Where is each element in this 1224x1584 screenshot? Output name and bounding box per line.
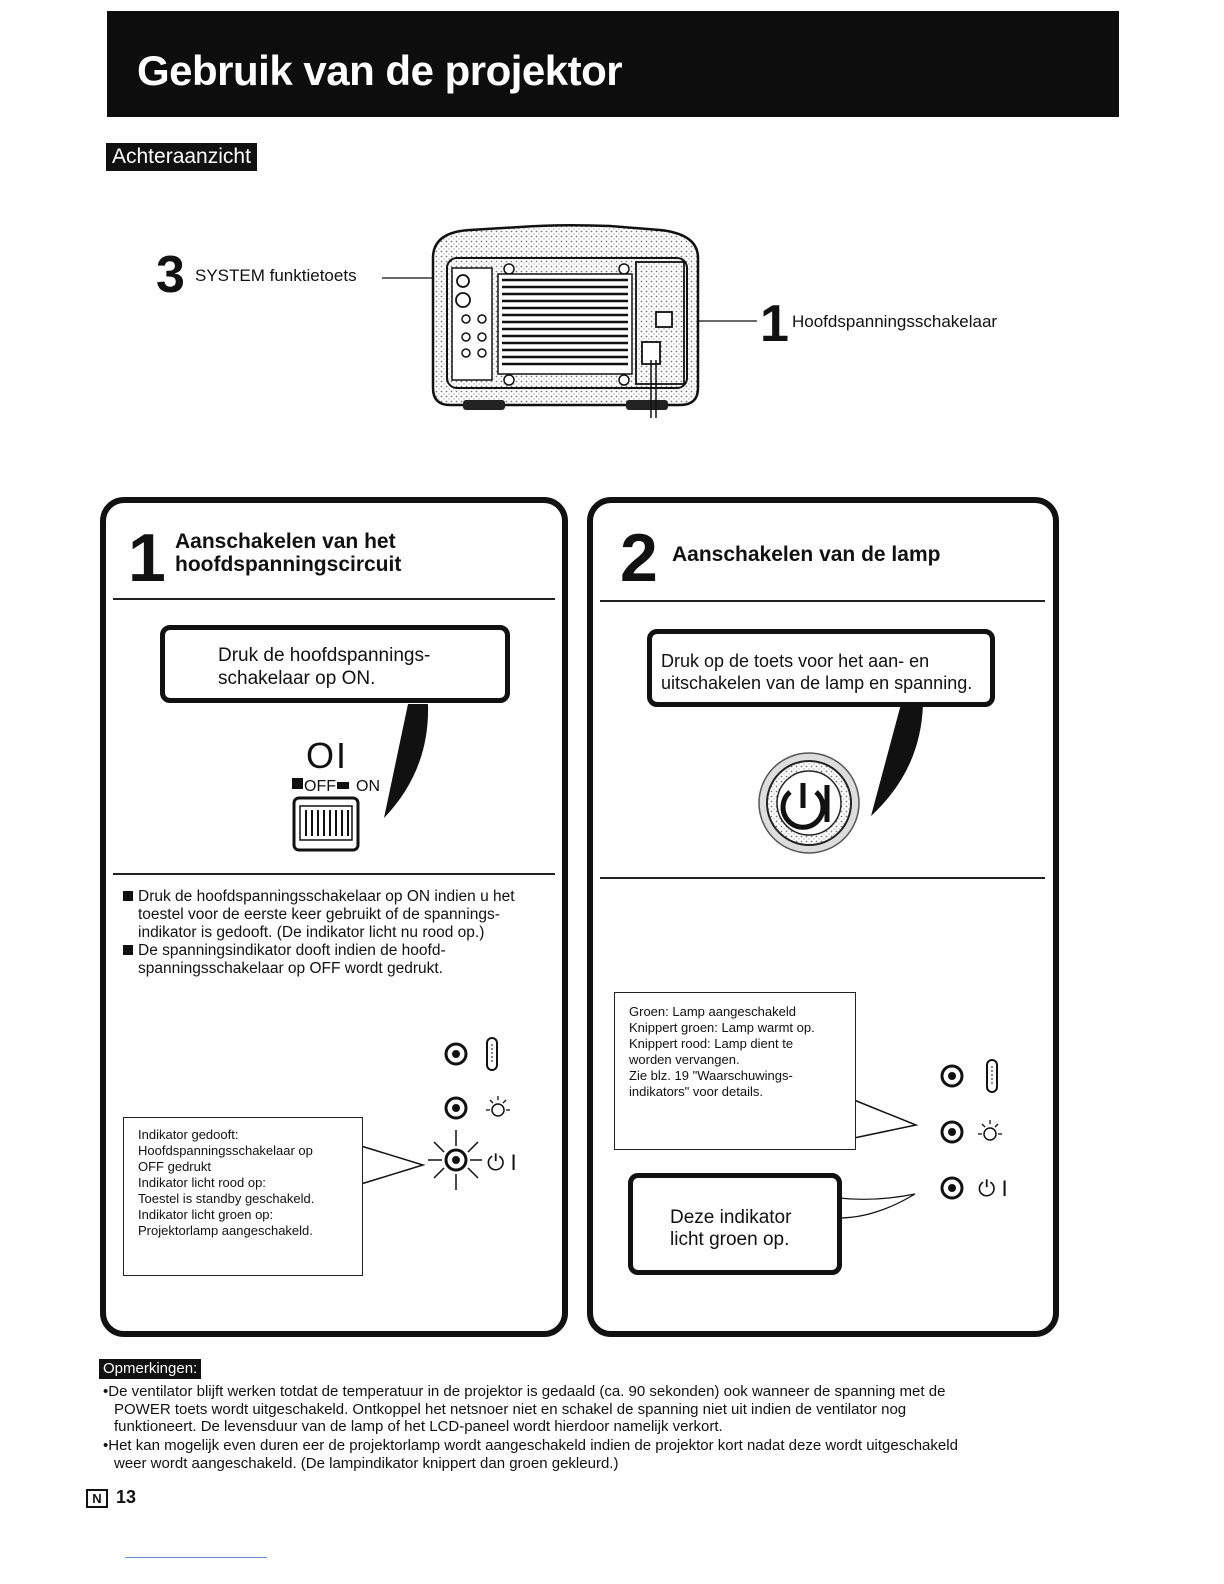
note-2: •Het kan mogelijk even duren eer de proj… — [103, 1437, 1083, 1472]
step-1-title-line-2: hoofdspanningscircuit — [175, 553, 402, 576]
divider — [600, 600, 1045, 602]
system-key-label: SYSTEM funktietoets — [195, 266, 357, 285]
lamp-power-button-illustration — [758, 704, 923, 854]
step-1-bullet-list: Druk de hoofdspanningsschakelaar op ON i… — [123, 888, 515, 978]
callout-line: Druk de hoofdspannings- — [218, 645, 431, 666]
bottom-rule — [125, 1557, 267, 1558]
notes-label: Opmerkingen: — [99, 1359, 202, 1379]
main-switch-illustration — [292, 704, 429, 852]
temperature-indicator-row — [940, 1059, 998, 1093]
power-symbol-label: ⏻ I — [487, 1150, 517, 1175]
callout-line: uitschakelen van de lamp en spanning. — [661, 673, 973, 693]
bullet-item: Druk de hoofdspanningsschakelaar op ON i… — [123, 888, 515, 906]
callout-line: schakelaar op ON. — [218, 668, 376, 689]
info-line: Groen: Lamp aangeschakeld — [629, 1004, 796, 1019]
page-number: 13 — [116, 1487, 137, 1507]
note-1: •De ventilator blijft werken totdat de t… — [103, 1383, 1083, 1436]
note-line: weer wordt aangeschakeld. (De lampindika… — [114, 1454, 619, 1472]
step-1-title-line-1: Aanschakelen van het — [175, 530, 396, 553]
section-label-rear-view: Achteraanzicht — [106, 143, 257, 171]
note-line: •De ventilator blijft werken totdat de t… — [103, 1383, 946, 1400]
divider — [113, 598, 555, 600]
green-callout-pointer — [838, 1193, 916, 1219]
switch-off-label: OFF — [304, 778, 336, 795]
power-indicator-row — [940, 1176, 964, 1200]
note-line: •Het kan mogelijk even duren eer de proj… — [103, 1437, 958, 1454]
info-box-pointer — [853, 1099, 919, 1139]
lamp-indicator-row — [940, 1120, 1002, 1144]
step-2-number: 2 — [620, 520, 658, 596]
info-line: Knippert rood: Lamp dient te — [629, 1036, 794, 1051]
step-2-indicator-info-box: Groen: Lamp aangeschakeld Knippert groen… — [614, 992, 856, 1150]
info-line: Toestel is standby geschakeld. — [138, 1191, 315, 1206]
bullet-continuation: toestel voor de eerste keer gebruikt of … — [138, 906, 500, 923]
callout-number-1: 1 — [760, 295, 789, 353]
divider — [113, 873, 555, 875]
step-2-instruction-callout: Druk op de toets voor het aan- en uitsch… — [647, 629, 995, 707]
step-2-title: Aanschakelen van de lamp — [672, 543, 941, 566]
main-power-switch-label: Hoofdspanningsschakelaar — [792, 312, 998, 331]
header-bar — [107, 11, 1119, 117]
page-title: Gebruik van de projektor — [137, 47, 623, 94]
projector-rear-illustration — [382, 223, 757, 418]
note-line: funktioneert. De levensduur van de lamp … — [114, 1418, 723, 1435]
info-line: Indikator gedooft: — [138, 1127, 239, 1142]
bullet-item: De spanningsindikator dooft indien de ho… — [123, 942, 515, 960]
callout-number-3: 3 — [156, 246, 185, 304]
info-line: Indikator licht rood op: — [138, 1175, 266, 1190]
info-line: Hoofdspanningsschakelaar op — [138, 1143, 313, 1158]
switch-symbol: OI — [306, 735, 349, 776]
info-line: Zie blz. 19 "Waarschuwings- — [629, 1068, 793, 1083]
step-1-indicator-info-box: Indikator gedooft: Hoofdspanningsschakel… — [123, 1117, 363, 1276]
info-box-pointer — [360, 1145, 426, 1185]
divider — [600, 877, 1045, 879]
switch-on-label: ON — [356, 778, 380, 795]
power-symbol-label: ⏻ I — [978, 1176, 1008, 1201]
info-line: Projektorlamp aangeschakeld. — [138, 1223, 313, 1238]
note-line: POWER toets wordt uitgeschakeld. Ontkopp… — [114, 1400, 907, 1418]
info-line: OFF gedrukt — [138, 1159, 211, 1174]
lamp-indicator-row — [444, 1096, 510, 1120]
green-indicator-callout: Deze indikator licht groen op. — [628, 1173, 842, 1275]
info-line: Knippert groen: Lamp warmt op. — [629, 1020, 815, 1035]
callout-line: Deze indikator — [670, 1207, 792, 1228]
bullet-continuation: spanningsschakelaar op OFF wordt gedrukt… — [138, 960, 443, 977]
bullet-continuation: indikator is gedooft. (De indikator lich… — [138, 924, 485, 941]
step-1-indicator-panel — [428, 1037, 510, 1190]
step-1-number: 1 — [128, 520, 166, 596]
callout-line: Druk op de toets voor het aan- en — [661, 651, 930, 671]
step-1-instruction-callout: Druk de hoofdspannings- schakelaar op ON… — [160, 625, 510, 703]
power-indicator-row — [428, 1130, 482, 1190]
info-line: worden vervangen. — [629, 1052, 740, 1067]
callout-line: licht groen op. — [670, 1229, 790, 1250]
step-2-indicator-panel — [940, 1059, 1002, 1200]
language-badge: N — [86, 1489, 108, 1508]
info-line: indikators" voor details. — [629, 1084, 763, 1099]
info-line: Indikator licht groen op: — [138, 1207, 274, 1222]
temperature-indicator-row — [444, 1037, 498, 1071]
